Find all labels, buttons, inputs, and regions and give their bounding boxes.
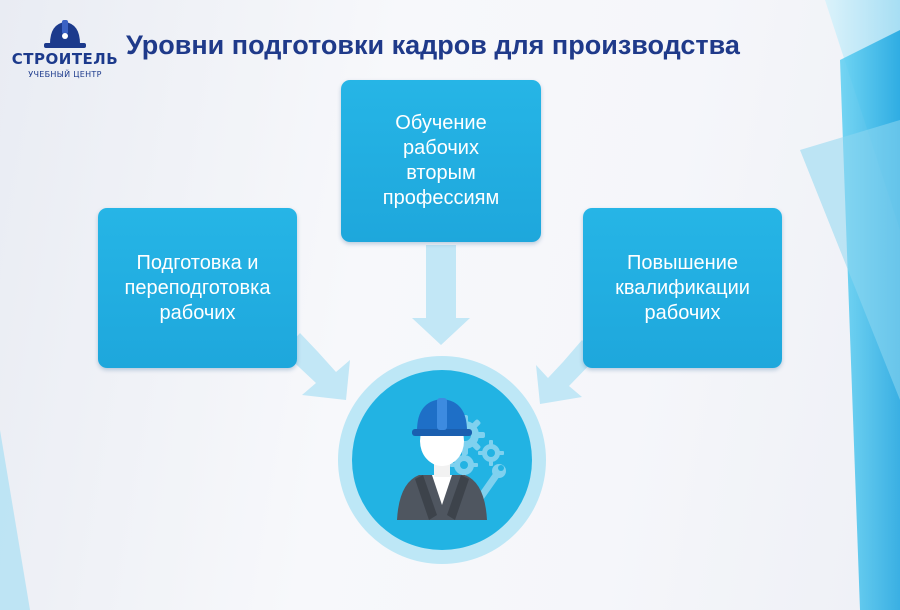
box-training-retraining-label: Подготовка и переподготовка рабочих [124, 251, 271, 324]
hardhat-icon [44, 20, 86, 48]
arrow-left-to-center [283, 333, 350, 400]
box-second-professions: Обучение рабочих вторым профессиям [341, 80, 541, 242]
box-qualification-upgrade: Повышение квалификации рабочих [583, 208, 782, 368]
worker-icon [397, 398, 487, 520]
box-training-retraining: Подготовка и переподготовка рабочих [98, 208, 297, 368]
box-second-professions-label: Обучение рабочих вторым профессиям [382, 112, 500, 209]
worker-circle [338, 356, 546, 564]
arrow-down [412, 245, 470, 345]
slide-title: Уровни подготовки кадров для производств… [126, 30, 740, 60]
hardhat-icon [412, 398, 472, 436]
arrow-right-to-center [536, 340, 598, 404]
box-qualification-upgrade-label: Повышение квалификации рабочих [615, 251, 750, 324]
logo-name: СТРОИТЕЛЬ [11, 50, 119, 68]
logo-subtitle: УЧЕБНЫЙ ЦЕНТР [28, 70, 102, 79]
company-logo: СТРОИТЕЛЬ УЧЕБНЫЙ ЦЕНТР [10, 14, 120, 84]
